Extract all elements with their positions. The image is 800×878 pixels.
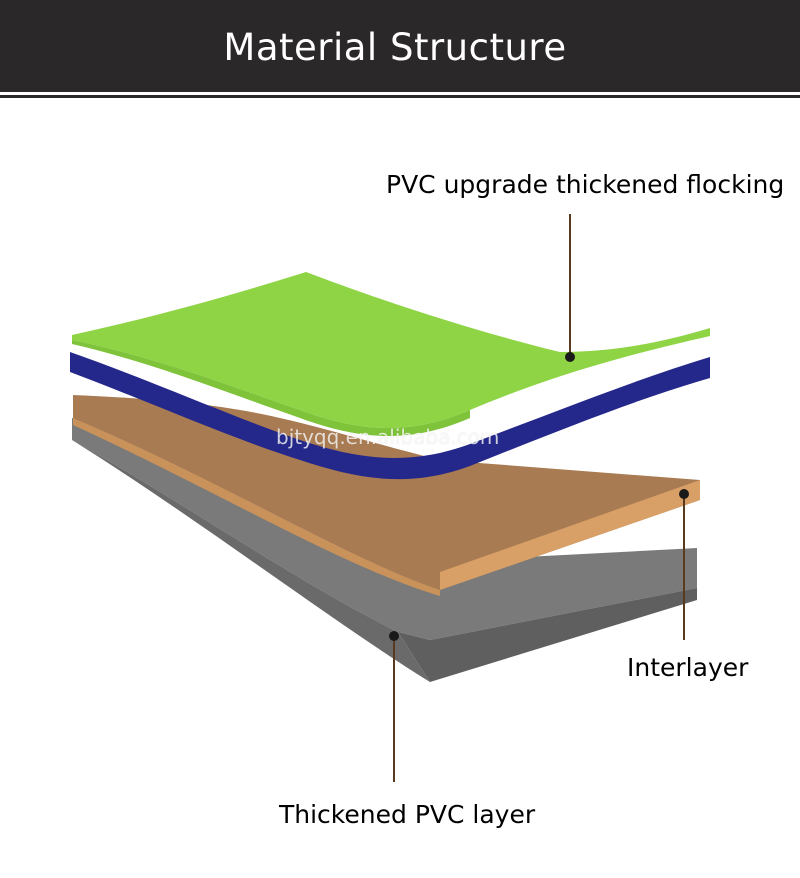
header-divider: [0, 95, 800, 98]
blue-layer-body: [70, 352, 710, 480]
interlayer: [73, 395, 700, 596]
interlayer-label: Interlayer: [627, 653, 749, 682]
flocking-label: PVC upgrade thickened flocking: [386, 170, 785, 199]
flocking-leader-dot: [565, 352, 575, 362]
pvc-layer-front-edge: [72, 418, 430, 682]
blue-layer: [70, 352, 710, 480]
flocking-layer-front-edge: [72, 335, 470, 437]
flocking-layer-top-face: [72, 272, 710, 429]
pvc-leader-dot: [389, 631, 399, 641]
flocking-layer: [72, 272, 710, 437]
header-bar: [0, 0, 800, 92]
interlayer-side-edge: [440, 480, 700, 590]
pvc-layer-side-face: [398, 588, 697, 682]
page-title: Material Structure: [223, 26, 567, 69]
pvc-layer-label: Thickened PVC layer: [279, 800, 536, 829]
interlayer-leader-dot: [679, 489, 689, 499]
watermark: bjtyqq.en.alibaba.com: [276, 425, 500, 449]
